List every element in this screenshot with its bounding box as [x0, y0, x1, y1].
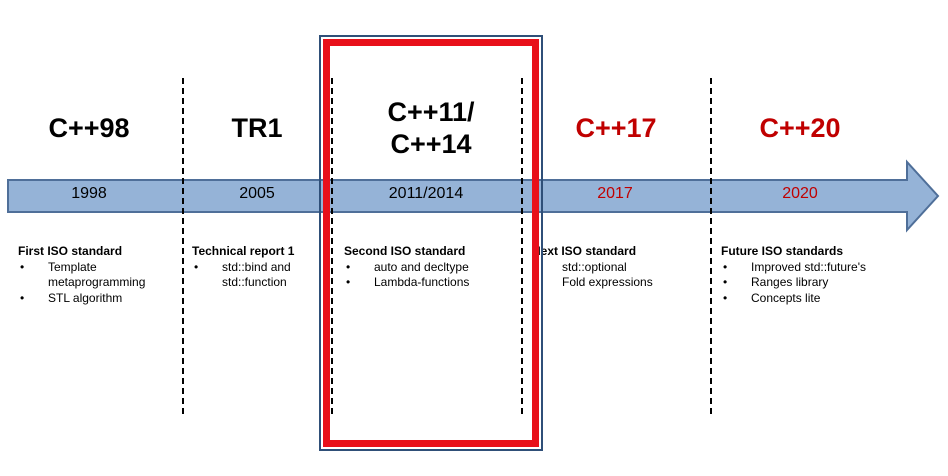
era-item: Ranges library: [721, 275, 921, 291]
era-divider: [331, 78, 333, 414]
era-title-cpp17: C++17: [575, 113, 657, 143]
era-heading: Future ISO standards: [721, 244, 844, 258]
era-year-2020: 2020: [782, 185, 818, 202]
era-title-cpp11-14: C++11/ C++14: [346, 96, 516, 160]
highlight-box: [319, 35, 543, 451]
era-item: Concepts lite: [721, 291, 921, 307]
era-divider: [521, 78, 523, 414]
era-title-line: C++14: [390, 129, 472, 159]
era-heading: First ISO standard: [18, 244, 123, 258]
era-divider: [182, 78, 184, 414]
era-item: Lambda-functions: [344, 275, 519, 291]
era-description-cpp17: Next ISO standard std::optional Fold exp…: [532, 244, 707, 291]
era-item: std::bind and std::function: [192, 260, 322, 291]
era-divider: [710, 78, 712, 414]
era-description-cpp98: First ISO standard Template metaprogramm…: [18, 244, 183, 306]
era-description-cpp20: Future ISO standards Improved std::futur…: [721, 244, 921, 306]
era-item: Template metaprogramming: [18, 260, 183, 291]
era-heading: Next ISO standard: [532, 244, 637, 258]
era-title-line: C++11/: [387, 97, 475, 127]
era-year-2005: 2005: [239, 185, 275, 202]
era-heading: Technical report 1: [192, 244, 295, 258]
era-item: Improved std::future's: [721, 260, 921, 276]
era-year-2011-2014: 2011/2014: [388, 185, 464, 202]
era-title-cpp98: C++98: [48, 113, 130, 143]
highlight-box-frame: [323, 39, 539, 447]
era-title-cpp20: C++20: [759, 113, 841, 143]
era-year-1998: 1998: [71, 185, 107, 202]
era-description-tr1: Technical report 1 std::bind and std::fu…: [192, 244, 322, 291]
era-item: Fold expressions: [532, 275, 707, 291]
timeline-arrow-shape: [7, 159, 940, 233]
era-description-cpp11-14: Second ISO standard auto and decltype La…: [344, 244, 519, 291]
era-heading: Second ISO standard: [344, 244, 466, 258]
era-item: auto and decltype: [344, 260, 519, 276]
era-item: STL algorithm: [18, 291, 183, 307]
era-year-2017: 2017: [597, 185, 633, 202]
era-item: std::optional: [532, 260, 707, 276]
era-title-tr1: TR1: [231, 113, 283, 143]
